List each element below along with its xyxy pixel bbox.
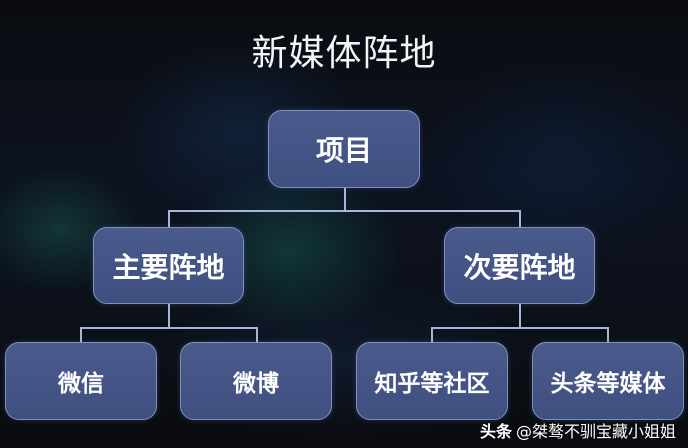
connector-root-down: [344, 187, 346, 211]
connector-level1-horizontal: [168, 210, 520, 212]
node-weixin: 微信: [5, 342, 157, 420]
watermark-brand: 头条: [479, 422, 512, 441]
node-root-project: 项目: [268, 110, 420, 188]
connector-to-secondary: [519, 210, 521, 228]
node-label: 微信: [58, 370, 104, 397]
watermark-handle: @桀骜不驯宝藏小姐姐: [515, 422, 676, 441]
node-label: 微博: [233, 370, 279, 397]
connector-to-weixin: [80, 327, 82, 343]
node-primary-platforms: 主要阵地: [93, 227, 244, 304]
node-label: 次要阵地: [463, 250, 576, 284]
node-label: 主要阵地: [112, 250, 225, 284]
node-secondary-platforms: 次要阵地: [444, 227, 595, 304]
node-toutiao-media: 头条等媒体: [532, 342, 684, 420]
connector-to-zhihu: [431, 327, 433, 343]
connector-to-primary: [168, 210, 170, 228]
connector-primary-down: [168, 303, 170, 328]
watermark: 头条@桀骜不驯宝藏小姐姐: [480, 418, 676, 442]
node-label: 知乎等社区: [374, 370, 490, 397]
node-zhihu-communities: 知乎等社区: [356, 342, 508, 420]
connector-to-weibo: [256, 327, 258, 343]
connector-primary-horizontal: [80, 327, 257, 329]
node-label: 项目: [315, 134, 372, 167]
node-weibo: 微博: [180, 342, 332, 420]
connector-secondary-down: [519, 303, 521, 328]
connector-to-toutiao: [607, 327, 609, 343]
slide-title: 新媒体阵地: [251, 33, 437, 74]
connector-secondary-horizontal: [431, 327, 608, 329]
node-label: 头条等媒体: [550, 370, 666, 397]
